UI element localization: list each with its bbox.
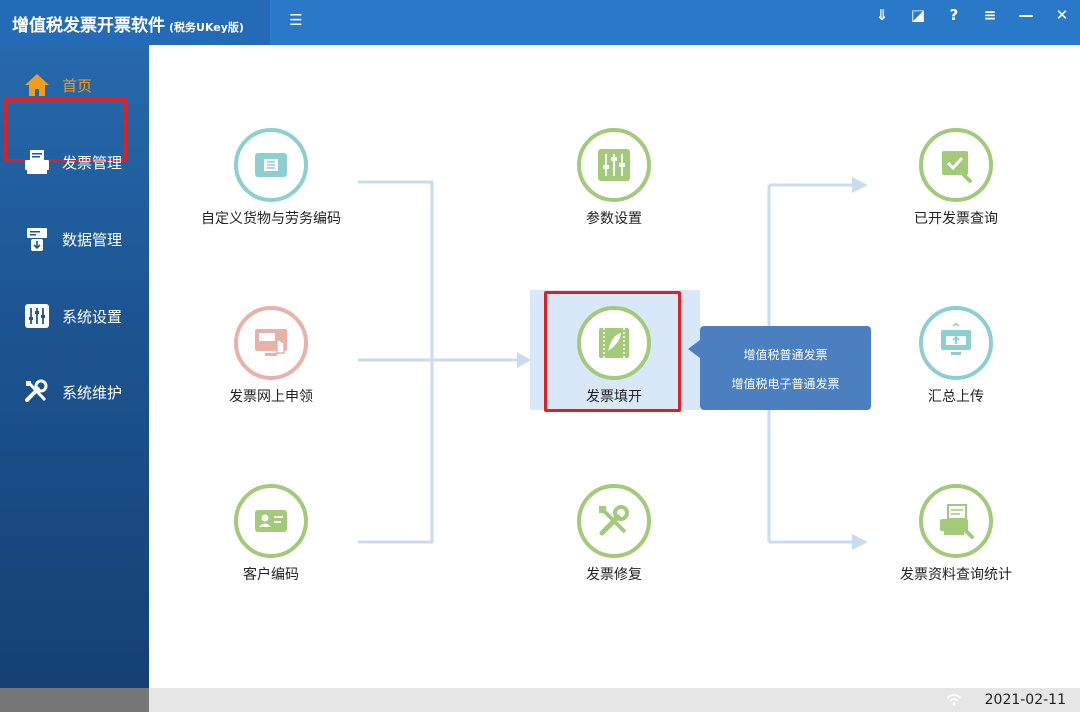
app-title: 增值税发票开票软件 (税务UKey版) — [12, 11, 244, 36]
wifi-icon — [946, 694, 962, 706]
feature-custom-codes[interactable]: 自定义货物与劳务编码 — [181, 128, 361, 228]
feature-label: 参数设置 — [586, 211, 642, 227]
popup-item-vat-electronic[interactable]: 增值税电子普通发票 — [731, 377, 840, 391]
feature-label: 发票填开 — [586, 389, 642, 405]
feature-label: 发票修复 — [586, 567, 642, 583]
upload-monitor-icon — [919, 306, 993, 380]
menu-icon[interactable]: ≡ — [983, 6, 997, 24]
menu-toggle-icon[interactable]: ☰ — [289, 11, 303, 29]
customer-card-icon — [234, 484, 308, 558]
params-sliders-icon — [577, 128, 651, 202]
sidebar-footer — [0, 688, 149, 712]
feature-label: 自定义货物与劳务编码 — [201, 211, 341, 227]
close-icon[interactable]: ✕ — [1055, 6, 1069, 24]
feature-summary-upload[interactable]: 汇总上传 — [866, 306, 1046, 406]
feature-customer-codes[interactable]: 客户编码 — [181, 484, 361, 584]
home-icon — [22, 70, 52, 100]
invoice-fill-icon — [577, 306, 651, 380]
status-bar: 2021-02-11 — [149, 688, 1080, 712]
sliders-icon — [22, 301, 52, 331]
feature-invoice-apply[interactable]: 发票网上申领 — [181, 306, 361, 406]
sidebar-item-system-settings[interactable]: 系统设置 — [0, 286, 149, 346]
issued-query-icon — [919, 128, 993, 202]
tools-icon — [22, 377, 52, 407]
repair-tools-icon — [577, 484, 651, 558]
app-subtitle: (税务UKey版) — [169, 21, 244, 34]
feature-stats-query[interactable]: 发票资料查询统计 — [866, 484, 1046, 584]
sidebar-item-label: 系统维护 — [62, 383, 123, 402]
printer-icon — [22, 147, 52, 177]
sidebar: 首页 发票管理 数据管理 系统设置 系统维护 — [0, 45, 149, 712]
title-bar: 增值税发票开票软件 (税务UKey版) ☰ ⇓ ◪ ? ≡ — ✕ — [0, 0, 1080, 45]
goods-code-icon — [234, 128, 308, 202]
sidebar-item-label: 首页 — [62, 76, 93, 95]
sidebar-item-label: 系统设置 — [62, 307, 123, 326]
feature-label: 发票网上申领 — [229, 389, 313, 405]
invoice-type-popup: 增值税普通发票 增值税电子普通发票 — [688, 326, 871, 410]
restore-icon[interactable]: ◪ — [910, 6, 926, 24]
sidebar-item-label: 数据管理 — [62, 230, 123, 249]
title-box: 增值税发票开票软件 (税务UKey版) — [0, 0, 270, 45]
feature-invoice-repair[interactable]: 发票修复 — [524, 484, 704, 584]
status-date: 2021-02-11 — [984, 692, 1066, 708]
stats-query-icon — [919, 484, 993, 558]
download-icon[interactable]: ⇓ — [875, 6, 889, 24]
feature-label: 客户编码 — [243, 567, 299, 583]
feature-params[interactable]: 参数设置 — [524, 128, 704, 228]
flow-connectors — [358, 177, 868, 550]
home-highlight-box — [4, 98, 127, 162]
online-apply-icon — [234, 306, 308, 380]
sidebar-item-label: 发票管理 — [62, 153, 123, 172]
popup-item-vat-normal[interactable]: 增值税普通发票 — [743, 348, 828, 362]
feature-issued-query[interactable]: 已开发票查询 — [866, 128, 1046, 228]
app-title-text: 增值税发票开票软件 — [12, 16, 165, 36]
sidebar-item-data-management[interactable]: 数据管理 — [0, 209, 149, 269]
sidebar-item-invoice-management[interactable]: 发票管理 — [0, 132, 149, 192]
feature-label: 汇总上传 — [928, 389, 984, 405]
minimize-icon[interactable]: — — [1018, 6, 1034, 24]
invoice-fill-highlight-box — [544, 291, 681, 412]
help-icon[interactable]: ? — [949, 6, 959, 24]
feature-label: 发票资料查询统计 — [900, 567, 1012, 583]
sidebar-item-system-maintenance[interactable]: 系统维护 — [0, 362, 149, 422]
data-icon — [22, 224, 52, 254]
sidebar-item-home[interactable]: 首页 — [0, 55, 149, 115]
feature-invoice-fill[interactable]: 发票填开 — [524, 306, 704, 406]
window-controls: ⇓ ◪ ? ≡ — ✕ — [864, 0, 1080, 30]
main-content: 自定义货物与劳务编码 发票网上申领 客户编码 参数设置 发票填开 增值税普通发票… — [149, 45, 1080, 688]
feature-label: 已开发票查询 — [914, 211, 998, 227]
